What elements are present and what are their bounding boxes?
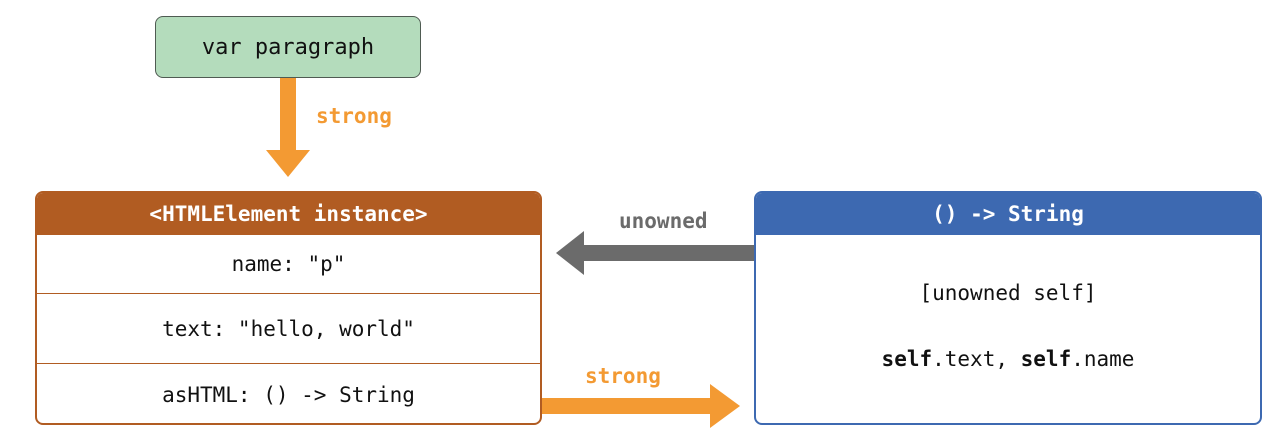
closure-body-part-1: .text, (932, 347, 1021, 371)
strong-arrow-right (542, 384, 740, 428)
var-paragraph-box: var paragraph (155, 16, 421, 78)
var-paragraph-label: var paragraph (201, 34, 375, 60)
strong-arrow-down (266, 78, 310, 177)
instance-row-ashtml: asHTML: () -> String (37, 363, 540, 423)
closure-header: () -> String (756, 193, 1260, 235)
instance-header: <HTMLElement instance> (37, 193, 540, 235)
self-keyword-2: self (1020, 347, 1072, 371)
closure-box: () -> String [unowned self] self.text, s… (754, 191, 1262, 425)
unowned-arrow-left (556, 231, 754, 275)
closure-body-part-2: .name (1071, 347, 1135, 371)
closure-capture-list: [unowned self] (919, 281, 1097, 305)
strong-label-top: strong (316, 104, 392, 128)
strong-label-bottom: strong (585, 364, 661, 388)
instance-row-name: name: "p" (231, 252, 346, 276)
self-keyword-1: self (881, 347, 933, 371)
html-element-instance-box: <HTMLElement instance> name: "p" text: "… (35, 191, 542, 425)
instance-row-text: text: "hello, world" (37, 293, 540, 363)
unowned-label: unowned (619, 209, 708, 233)
closure-body: self.text, self.name (756, 347, 1260, 371)
